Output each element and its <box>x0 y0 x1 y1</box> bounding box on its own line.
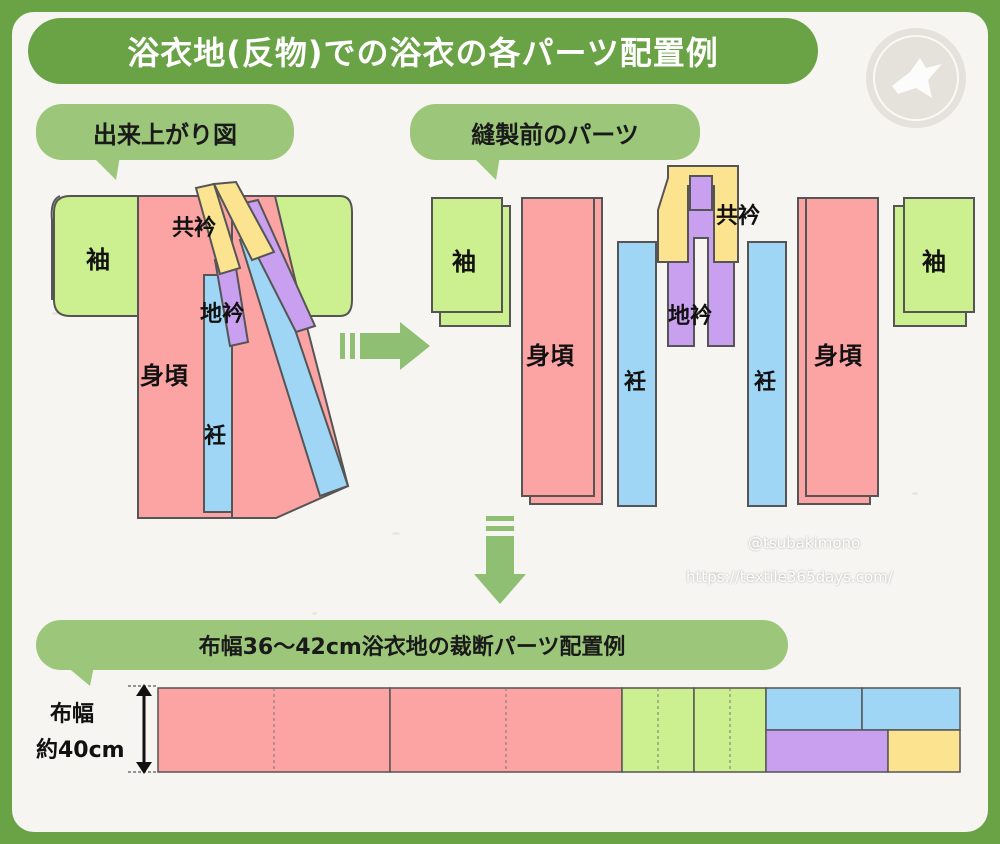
parts-body-left-label: 身頃 <box>526 342 574 370</box>
credit-handle: @tsubakimono <box>748 534 861 552</box>
finished-overlap-label: 衽 <box>204 424 227 449</box>
left-sleeve-back <box>50 195 61 300</box>
parts-sleeve-left-label: 袖 <box>452 248 476 276</box>
layout-collar <box>765 729 889 773</box>
layout-tomoeri <box>887 729 961 773</box>
finished-collar-label: 地衿 <box>200 302 245 327</box>
paper-fiber <box>712 572 719 575</box>
parts-collar-label: 地衿 <box>668 304 713 329</box>
parts-body-right-label: 身頃 <box>814 342 862 370</box>
section-finished-bubble: 出来上がり図 <box>36 104 294 160</box>
section-layout-label: 布幅36〜42cm浴衣地の裁断パーツ配置例 <box>198 635 626 660</box>
width-label-line2: 約40cm <box>36 738 125 763</box>
down-arrow-icon <box>474 516 526 604</box>
tomoeri-strip-right <box>212 180 276 262</box>
overlap-left <box>617 241 657 507</box>
parts-sleeve-right-label: 袖 <box>922 248 946 276</box>
left-sleeve <box>53 195 139 317</box>
body-front-sheet-right <box>805 197 879 497</box>
credit-url: https://textile365days.com/ <box>686 568 893 586</box>
bubble-tail <box>66 666 94 686</box>
section-finished-label: 出来上がり図 <box>93 120 237 149</box>
finished-body-label: 身頃 <box>140 362 188 390</box>
paper-fiber <box>312 612 317 615</box>
paper-fiber <box>912 492 918 495</box>
overlap-right-piece <box>747 241 787 507</box>
collar-top <box>689 175 713 211</box>
finished-tomoeri-label: 共衿 <box>172 216 217 241</box>
section-layout-bubble: 布幅36〜42cm浴衣地の裁断パーツ配置例 <box>36 620 788 670</box>
width-arrow-icon <box>128 684 158 774</box>
sleeve-front-sheet <box>431 197 503 313</box>
width-label-line1: 布幅 <box>50 702 95 727</box>
layout-overlap-2 <box>861 687 961 731</box>
paper-fiber <box>392 532 400 535</box>
paper-fiber <box>52 312 58 315</box>
parts-tomoeri-label: 共衿 <box>716 204 761 229</box>
tomoeri-strip <box>194 182 242 276</box>
section-parts-label: 縫製前のパーツ <box>471 120 639 149</box>
sleeve-front-sheet-right <box>903 197 975 313</box>
finished-sleeve-label: 袖 <box>86 246 110 274</box>
parts-overlap-left-label: 衽 <box>624 370 647 395</box>
layout-overlap-1 <box>765 687 863 731</box>
right-arrow-icon <box>340 322 430 370</box>
brand-logo <box>866 28 966 128</box>
bubble-tail <box>472 156 500 180</box>
section-parts-bubble: 縫製前のパーツ <box>410 104 700 160</box>
parts-overlap-right-label: 衽 <box>754 370 777 395</box>
body-front-sheet <box>521 197 595 497</box>
tomoeri-piece <box>657 165 739 263</box>
page-title: 浴衣地(反物)での浴衣の各パーツ配置例 <box>127 34 719 72</box>
title-banner: 浴衣地(反物)での浴衣の各パーツ配置例 <box>28 18 818 84</box>
bubble-tail <box>92 156 120 180</box>
